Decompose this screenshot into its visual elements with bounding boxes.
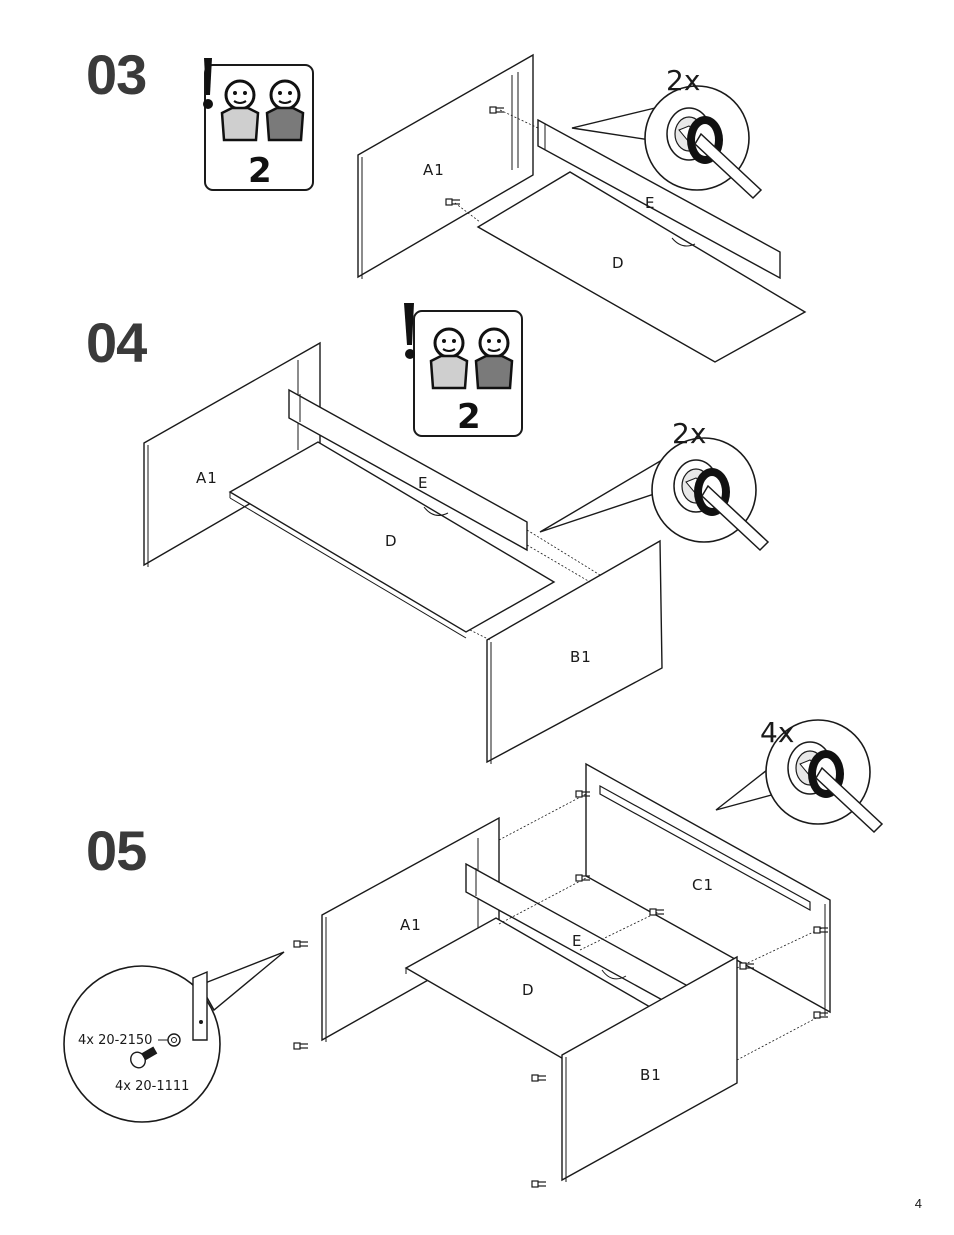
screw-count-03: 2x: [666, 64, 700, 97]
screw-count-04: 2x: [672, 417, 706, 450]
label-a1-05: A1: [400, 916, 422, 934]
label-c1-05: C1: [692, 876, 714, 894]
panel-e-step03: E: [537, 118, 781, 280]
hardware-code-1: 4x 20-2150: [78, 1033, 152, 1048]
label-e-04: E: [418, 474, 428, 492]
screw-detail-05: 4x: [715, 716, 883, 833]
screw-detail-04: 2x: [539, 417, 769, 551]
label-e-05: E: [572, 932, 582, 950]
panel-a1-step05: A1: [321, 816, 500, 1042]
panel-c1-step05: C1: [585, 762, 831, 1016]
panel-b1-step05: B1: [561, 955, 738, 1182]
label-d-04: D: [385, 532, 398, 550]
two-person-icon-04: 2: [404, 303, 523, 437]
screw-detail-03: 2x: [571, 64, 762, 199]
persons-count-03: 2: [248, 151, 272, 191]
label-a1-03: A1: [423, 161, 445, 179]
label-b1-04: B1: [570, 648, 592, 666]
label-e-03: E: [645, 194, 655, 212]
step-number-05: 05: [86, 819, 147, 882]
panel-d-step04: D: [228, 441, 556, 639]
panel-b1-step04: B1: [486, 539, 663, 764]
hardware-code-2: 4x 20-1111: [115, 1079, 189, 1094]
page-number: 4: [914, 1196, 922, 1211]
label-d-05: D: [522, 981, 535, 999]
step-number-03: 03: [86, 43, 147, 106]
step-number-04: 04: [86, 311, 147, 374]
panel-a1-step04: A1: [143, 341, 321, 567]
label-a1-04: A1: [196, 469, 218, 487]
panel-a1-step03: A1: [357, 53, 534, 279]
label-d-03: D: [612, 254, 625, 272]
panel-d-step03: D: [476, 171, 807, 363]
screw-count-05: 4x: [760, 716, 794, 749]
panel-e-step04: E: [288, 388, 528, 552]
two-person-icon-03: 2: [203, 58, 314, 191]
label-b1-05: B1: [640, 1066, 662, 1084]
hardware-detail-05: 4x 20-2150 4x 20-1111: [63, 951, 285, 1123]
persons-count-04: 2: [457, 397, 481, 437]
